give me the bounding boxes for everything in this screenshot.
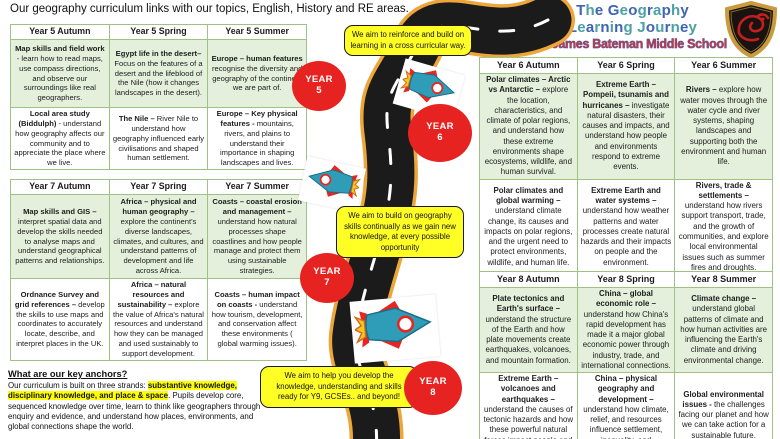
curriculum-cell: Map skills and GIS – interpret spatial d… — [10, 194, 110, 279]
key-anchors-block: What are our key anchors? Our curriculum… — [8, 368, 262, 432]
year7-autumn-header: Year 7 Autumn — [10, 179, 110, 195]
year6-spring-header: Year 6 Spring — [576, 57, 676, 74]
rocket-icon — [297, 156, 367, 214]
curriculum-cell: Extreme Earth – Pompeii, tsunamis and hu… — [576, 73, 676, 180]
curriculum-cell: Global environmental issues - the challe… — [674, 372, 773, 439]
title-line-3: at James Bateman Middle School — [538, 36, 728, 51]
year7-summer-header: Year 7 Summer — [207, 179, 307, 195]
header-note: Our geography curriculum links with our … — [10, 3, 409, 15]
curriculum-cell: Polar climates – Arctic vs Antarctic – e… — [479, 73, 578, 180]
year7-table: Year 7 Autumn Year 7 Spring Year 7 Summe… — [10, 179, 307, 361]
school-crest-icon — [724, 1, 778, 58]
title-line-1: The Geography — [576, 2, 689, 19]
curriculum-cell: Extreme Earth – volcanoes and earthquake… — [479, 372, 578, 439]
aim-callout-top: We aim to reinforce and build on learnin… — [344, 25, 472, 57]
curriculum-cell: Rivers, trade & settlements – understand… — [674, 178, 773, 276]
curriculum-cell: Climate change – understand global patte… — [674, 286, 773, 374]
year8-autumn-header: Year 8 Autumn — [479, 271, 578, 288]
year8-summer-header: Year 8 Summer — [674, 271, 773, 288]
curriculum-cell: Coasts – human impact on coasts - unders… — [207, 278, 307, 361]
rocket-icon — [349, 294, 441, 364]
year5-table: Year 5 Autumn Year 5 Spring Year 5 Summe… — [10, 24, 307, 171]
curriculum-cell: Rivers – explore how water moves through… — [674, 73, 773, 180]
year5-spring-header: Year 5 Spring — [108, 24, 209, 40]
curriculum-cell: Egypt life in the desert– Focus on the f… — [108, 39, 209, 108]
curriculum-cell: Polar climates and global warming – unde… — [479, 178, 578, 276]
curriculum-cell: The Nile – River Nile to understand how … — [108, 106, 209, 171]
year6-summer-header: Year 6 Summer — [674, 57, 773, 74]
aim-callout-bottom: We aim to help you develop the knowledge… — [260, 366, 418, 408]
key-anchors-text: Our curriculum is built on three strands… — [8, 381, 261, 432]
curriculum-cell: Map skills and field work - learn how to… — [10, 39, 110, 108]
page-title: The Geography Learning Journey at James … — [530, 2, 735, 51]
year6-table: Year 6 Autumn Year 6 Spring Year 6 Summe… — [479, 57, 773, 276]
curriculum-cell: China – global economic role – understan… — [576, 286, 676, 374]
title-line-2: Learning Journey — [567, 18, 698, 36]
year8-spring-header: Year 8 Spring — [576, 271, 676, 288]
year6-autumn-header: Year 6 Autumn — [479, 57, 578, 74]
curriculum-cell: China – physical geography and developme… — [576, 372, 676, 439]
year5-summer-header: Year 5 Summer — [207, 24, 307, 40]
curriculum-cell: Africa – physical and human geography – … — [108, 194, 209, 279]
curriculum-cell: Europe – Key physical features - mountai… — [207, 106, 307, 171]
curriculum-cell: Extreme Earth and water systems – unders… — [576, 178, 676, 276]
year8-table: Year 8 Autumn Year 8 Spring Year 8 Summe… — [479, 271, 773, 439]
curriculum-cell: Europe – human features recognise the di… — [207, 39, 307, 108]
curriculum-cell: Local area study (Biddulph) - understand… — [10, 106, 110, 171]
key-anchors-heading: What are our key anchors? — [8, 369, 128, 379]
curriculum-cell: Africa – natural resources and sustainab… — [108, 278, 209, 361]
aim-callout-middle: We aim to build on geography skills cont… — [336, 206, 464, 259]
year5-autumn-header: Year 5 Autumn — [10, 24, 110, 40]
curriculum-cell: Ordnance Survey and grid references – de… — [10, 278, 110, 361]
year7-spring-header: Year 7 Spring — [108, 179, 209, 195]
curriculum-cell: Plate tectonics and Earth's surface – un… — [479, 286, 578, 374]
curriculum-cell: Coasts – coastal erosion and management … — [207, 194, 307, 279]
